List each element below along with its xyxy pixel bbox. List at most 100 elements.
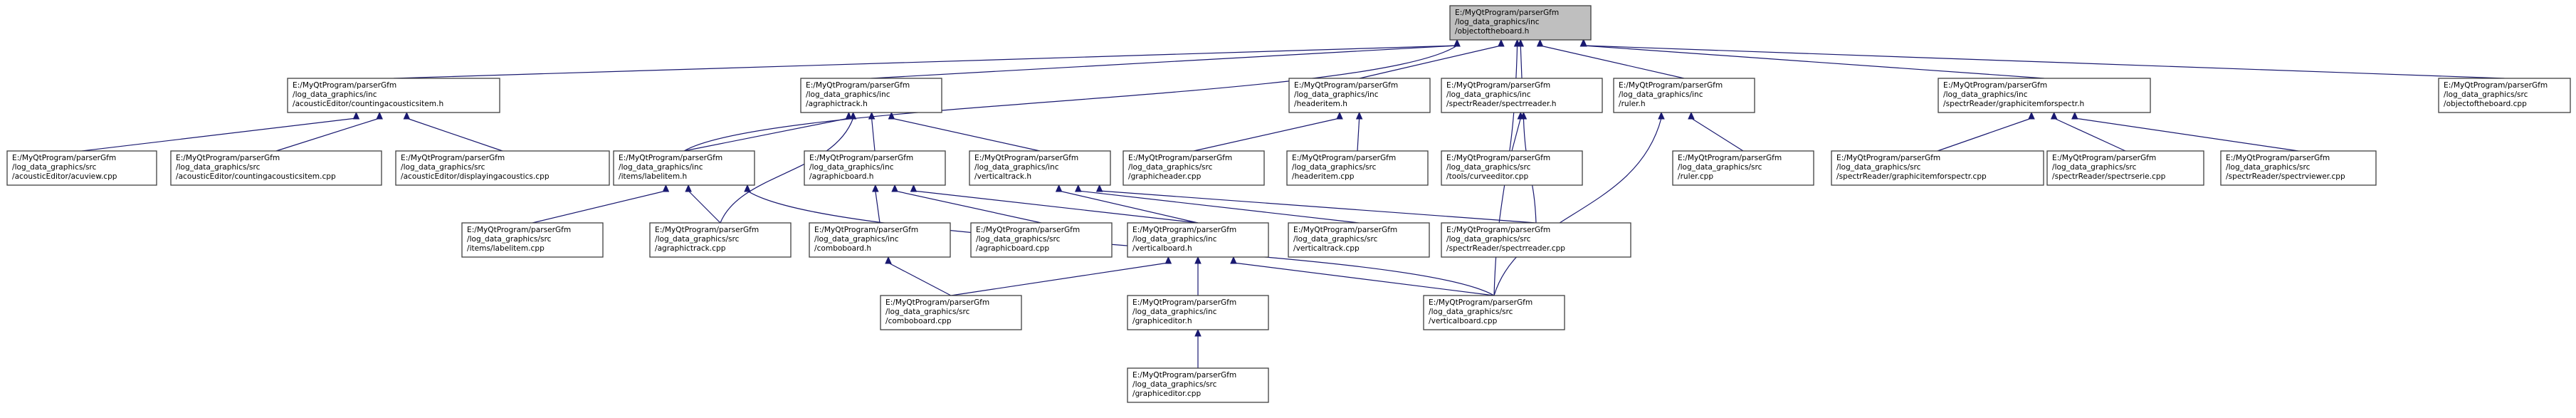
node-label-line: E:/MyQtProgram/parserGfm [1446,81,1550,90]
node-label-line: /verticalboard.h [1132,244,1192,253]
node-label-line: E:/MyQtProgram/parserGfm [1293,226,1397,234]
node-label-line: E:/MyQtProgram/parserGfm [806,81,910,90]
node-label-line: /ruler.h [1619,100,1646,108]
graph-node-spectrserie-cpp[interactable]: E:/MyQtProgram/parserGfm/log_data_graphi… [2046,150,2204,186]
node-layer: E:/MyQtProgram/parserGfm/log_data_graphi… [6,5,2571,403]
node-label-line: /agraphictrack.cpp [655,244,726,253]
node-label-line: /spectrReader/graphicitemforspectr.h [1943,100,2084,108]
graph-node-verticaltrack-cpp[interactable]: E:/MyQtProgram/parserGfm/log_data_graphi… [1288,222,1430,258]
node-label-line: E:/MyQtProgram/parserGfm [1446,226,1550,234]
edge-countingacousticsitem-cpp-to-countingacousticsitem-h [275,111,383,152]
graph-node-agraphicboard-h[interactable]: E:/MyQtProgram/parserGfm/log_data_graphi… [804,150,946,186]
node-label-line: /tools/curveeditor.cpp [1446,172,1529,181]
node-label-line: /log_data_graphics/src [1836,163,1921,172]
node-label-line: /log_data_graphics/inc [809,163,894,172]
node-label-line: /objectoftheboard.h [1455,27,1529,36]
node-label-line: E:/MyQtProgram/parserGfm [1128,154,1232,162]
node-label-line: /headeritem.cpp [1292,172,1355,181]
graph-node-agraphicboard-cpp[interactable]: E:/MyQtProgram/parserGfm/log_data_graphi… [970,222,1113,258]
node-label-line: /log_data_graphics/src [1446,235,1531,244]
graph-node-headeritem-h[interactable]: E:/MyQtProgram/parserGfm/log_data_graphi… [1288,78,1431,113]
node-label-line: E:/MyQtProgram/parserGfm [1619,81,1723,90]
graph-node-headeritem-cpp[interactable]: E:/MyQtProgram/parserGfm/log_data_graphi… [1286,150,1429,186]
node-label-line: /spectrReader/graphicitemforspectr.cpp [1836,172,1987,181]
node-label-line: /log_data_graphics/inc [806,90,890,99]
graph-node-verticaltrack-h[interactable]: E:/MyQtProgram/parserGfm/log_data_graphi… [969,150,1111,186]
node-box [649,222,792,258]
node-label-line: /log_data_graphics/src [1292,163,1377,172]
graph-node-verticalboard-cpp[interactable]: E:/MyQtProgram/parserGfm/log_data_graphi… [1423,295,1565,330]
graph-node-spectrreader-h[interactable]: E:/MyQtProgram/parserGfm/log_data_graphi… [1441,78,1603,113]
node-label-line: /headeritem.h [1294,100,1347,108]
node-label-line: E:/MyQtProgram/parserGfm [2226,154,2330,162]
node-label-line: E:/MyQtProgram/parserGfm [1943,81,2047,90]
node-label-line: E:/MyQtProgram/parserGfm [1132,226,1236,234]
graph-node-graphiceditor-cpp[interactable]: E:/MyQtProgram/parserGfm/log_data_graphi… [1127,367,1269,403]
node-label-line: E:/MyQtProgram/parserGfm [619,154,722,162]
edge-spectrviewer-cpp-to-graphicitemforspectr-h [2071,111,2299,152]
node-box [969,150,1111,186]
graph-node-graphicitemforspectr-h[interactable]: E:/MyQtProgram/parserGfm/log_data_graphi… [1938,78,2151,113]
node-box [287,78,500,113]
node-box [1423,295,1565,330]
graph-node-countingacousticsitem-h[interactable]: E:/MyQtProgram/parserGfm/log_data_graphi… [287,78,500,113]
graph-node-verticalboard-h[interactable]: E:/MyQtProgram/parserGfm/log_data_graphi… [1127,222,1269,258]
edge-agraphicboard-h-to-agraphictrack-h [868,111,876,152]
graph-node-labelitem-h[interactable]: E:/MyQtProgram/parserGfm/log_data_graphi… [613,150,755,186]
node-label-line: /acousticEditor/countingacousticsitem.h [293,100,443,108]
node-label-line: E:/MyQtProgram/parserGfm [2052,154,2156,162]
graph-node-labelitem-cpp[interactable]: E:/MyQtProgram/parserGfm/log_data_graphi… [461,222,604,258]
edge-verticalboard-h-to-verticaltrack-h [1055,184,1199,224]
node-box [1449,5,1592,41]
node-box [1127,367,1269,403]
node-label-line: /items/labelitem.cpp [467,244,545,253]
node-label-line: E:/MyQtProgram/parserGfm [1836,154,1940,162]
node-label-line: /log_data_graphics/src [12,163,97,172]
edge-agraphictrack-h-to-objectoftheboard-h [871,38,1461,79]
node-box [1441,150,1583,186]
graph-node-spectrreader-cpp[interactable]: E:/MyQtProgram/parserGfm/log_data_graphi… [1441,222,1631,258]
edge-labelitem-h-to-agraphictrack-h [683,111,853,152]
node-label-line: /log_data_graphics/src [2444,90,2528,99]
node-label-line: E:/MyQtProgram/parserGfm [885,298,989,307]
graph-node-displayingacoustics-cpp[interactable]: E:/MyQtProgram/parserGfm/log_data_graphi… [395,150,610,186]
node-box [2438,78,2571,113]
graph-node-acuview-cpp[interactable]: E:/MyQtProgram/parserGfm/log_data_graphi… [6,150,157,186]
node-label-line: /log_data_graphics/src [1678,163,1762,172]
node-label-line: /log_data_graphics/src [1429,308,1513,316]
graph-node-graphiceditor-h[interactable]: E:/MyQtProgram/parserGfm/log_data_graphi… [1127,295,1269,330]
graph-node-ruler-cpp[interactable]: E:/MyQtProgram/parserGfm/log_data_graphi… [1672,150,1814,186]
edge-labelitem-cpp-to-labelitem-h [532,184,670,224]
node-label-line: /comboboard.h [814,244,871,253]
graph-node-spectrviewer-cpp[interactable]: E:/MyQtProgram/parserGfm/log_data_graphi… [2220,150,2377,186]
node-label-line: E:/MyQtProgram/parserGfm [809,154,913,162]
graph-node-countingacousticsitem-cpp[interactable]: E:/MyQtProgram/parserGfm/log_data_graphi… [170,150,382,186]
graph-node-agraphictrack-h[interactable]: E:/MyQtProgram/parserGfm/log_data_graphi… [800,78,942,113]
graph-node-curveeditor-cpp[interactable]: E:/MyQtProgram/parserGfm/log_data_graphi… [1441,150,1583,186]
graph-node-ruler-h[interactable]: E:/MyQtProgram/parserGfm/log_data_graphi… [1613,78,1755,113]
graph-node-graphicheader-cpp[interactable]: E:/MyQtProgram/parserGfm/log_data_graphi… [1123,150,1265,186]
node-label-line: /agraphicboard.h [809,172,874,181]
node-box [1127,295,1269,330]
node-label-line: /verticaltrack.h [974,172,1031,181]
graph-node-objectoftheboard-cpp[interactable]: E:/MyQtProgram/parserGfm/log_data_graphi… [2438,78,2571,113]
node-label-line: /log_data_graphics/src [2052,163,2137,172]
graph-node-objectoftheboard-h[interactable]: E:/MyQtProgram/parserGfm/log_data_graphi… [1449,5,1592,41]
node-box [1288,78,1431,113]
edge-verticalboard-cpp-to-labelitem-h [744,184,1495,296]
node-label-line: /spectrReader/spectrreader.h [1446,100,1556,108]
graph-node-comboboard-h[interactable]: E:/MyQtProgram/parserGfm/log_data_graphi… [809,222,951,258]
edge-objectoftheboard-cpp-to-objectoftheboard-h [1580,38,2505,79]
node-label-line: E:/MyQtProgram/parserGfm [293,81,396,90]
node-label-line: /log_data_graphics/inc [1446,90,1531,99]
node-box [1288,222,1430,258]
graph-node-graphicitemforspectr-cpp[interactable]: E:/MyQtProgram/parserGfm/log_data_graphi… [1831,150,2044,186]
graph-node-agraphictrack-cpp[interactable]: E:/MyQtProgram/parserGfm/log_data_graphi… [649,222,792,258]
node-label-line: E:/MyQtProgram/parserGfm [401,154,505,162]
node-label-line: E:/MyQtProgram/parserGfm [1678,154,1782,162]
node-box [1672,150,1814,186]
graph-node-comboboard-cpp[interactable]: E:/MyQtProgram/parserGfm/log_data_graphi… [880,295,1022,330]
node-label-line: E:/MyQtProgram/parserGfm [12,154,116,162]
node-label-line: /items/labelitem.h [619,172,687,181]
node-label-line: E:/MyQtProgram/parserGfm [814,226,918,234]
